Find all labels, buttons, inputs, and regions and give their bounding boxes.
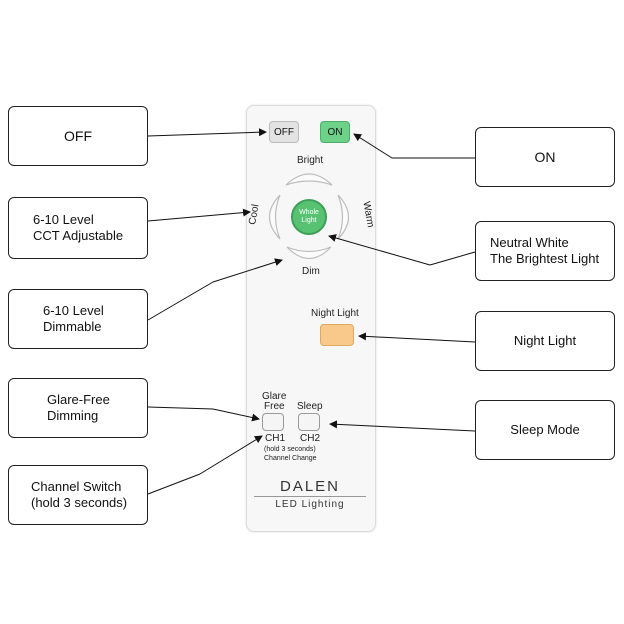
ch1-button[interactable] [262,413,284,431]
callout-sleep-mode: Sleep Mode [475,400,615,460]
callout-neutral-white-text: Neutral White The Brightest Light [490,235,600,266]
night-light-label: Night Light [311,308,359,319]
whole-light-label-line2: Light [301,217,317,224]
callout-off-text: OFF [64,128,92,144]
arrow-dimmable-b [212,258,283,283]
callout-dimmable: 6-10 Level Dimmable [8,289,148,349]
arrow-channel-switch [147,473,201,495]
bright-button[interactable] [285,173,333,186]
ch1-label: CH1 [265,433,286,444]
callout-sleep-mode-text: Sleep Mode [510,422,580,437]
callout-dimmable-text: 6-10 Level Dimmable [43,303,104,334]
ch2-button[interactable] [298,413,320,431]
arrow-neutral-white [429,251,476,266]
arrow-channel-switch-b [199,435,263,475]
arrow-off [147,128,267,137]
arrow-dimmable [147,281,214,321]
ch2-label: CH2 [300,433,321,444]
callout-channel-switch: Channel Switch (hold 3 seconds) [8,465,148,525]
cool-button[interactable] [268,194,281,240]
bright-label: Bright [297,155,324,166]
callout-on: ON [475,127,615,187]
warm-button[interactable] [337,194,350,240]
callout-on-text: ON [534,149,556,165]
off-button[interactable]: OFF [269,121,299,143]
on-button[interactable]: ON [320,121,350,143]
arrow-neutral-white-b [328,234,431,266]
callout-cct: 6-10 Level CCT Adjustable [8,197,148,259]
on-button-label: ON [327,126,343,138]
channel-change-note: Channel Change [264,455,317,462]
callout-cct-text: 6-10 Level CCT Adjustable [33,212,124,243]
arrow-cct [147,208,251,222]
dim-label: Dim [302,266,320,277]
arrow-night-light [358,332,476,343]
glare-label-line2: Free [264,401,285,412]
hold-note: (hold 3 seconds) [264,446,316,453]
arrow-sleep-mode [329,420,476,432]
callout-glare-free-text: Glare-Free Dimming [47,392,110,423]
dim-button[interactable] [286,246,332,260]
sleep-label: Sleep [297,401,323,412]
arrow-glare-free [147,406,214,410]
whole-light-button[interactable]: Whole Light [291,199,327,235]
callout-channel-switch-text: Channel Switch (hold 3 seconds) [31,479,128,510]
callout-night-light: Night Light [475,311,615,371]
brand-logo: DALEN [279,478,341,495]
arrow-glare-free-b [212,408,260,422]
brand-divider [254,496,366,497]
callout-night-light-text: Night Light [513,333,577,348]
glare-label-line1: Glare [262,391,287,402]
off-button-label: OFF [274,126,294,138]
brand-subtitle: LED Lighting [275,499,345,510]
night-light-button[interactable] [320,324,354,346]
whole-light-label-line1: Whole [299,209,319,216]
callout-off: OFF [8,106,148,166]
callout-glare-free: Glare-Free Dimming [8,378,148,438]
arrow-on-b [353,133,393,159]
callout-neutral-white: Neutral White The Brightest Light [475,221,615,281]
